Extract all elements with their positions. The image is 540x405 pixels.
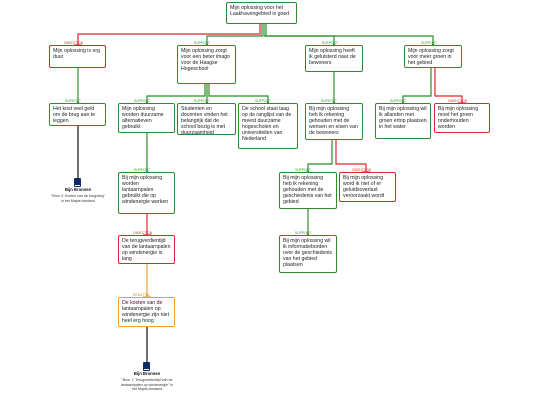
source-text: "Bron 3: Kosten van de brug/weg" in het … bbox=[51, 194, 105, 203]
relation-label: OBJECTION bbox=[64, 41, 84, 45]
support-n2[interactable]: Mijn oplossing zorgt voor een beter imag… bbox=[177, 45, 236, 84]
objection-n2a1o[interactable]: De terugverdientijd van de lantaarnpalen… bbox=[118, 235, 175, 264]
support-n3a1[interactable]: Bij mijn oplossing heb ik rekening gehou… bbox=[279, 172, 337, 209]
connector-n2-n2a bbox=[146, 84, 206, 103]
relation-label: SUPPORT bbox=[321, 99, 338, 103]
support-n2b[interactable]: Studenten en docenten vinden het belangr… bbox=[177, 103, 236, 136]
relation-label: REBUTTAL bbox=[133, 293, 151, 297]
support-n1a[interactable]: Het kost veel geld om de brug aan te leg… bbox=[49, 103, 106, 126]
book-icon bbox=[74, 178, 81, 187]
relation-label: SUPPORT bbox=[295, 168, 312, 172]
book-icon bbox=[143, 362, 150, 371]
support-n4[interactable]: Mijn oplossing zorgt voor meer groen in … bbox=[404, 45, 462, 68]
source-text: "Bron 7: Terugverdientijd van de lantaar… bbox=[120, 378, 174, 391]
support-n2a1[interactable]: Bij mijn oplossing worden lantaarnpalen … bbox=[118, 172, 175, 214]
relation-label: SUPPORT bbox=[65, 99, 82, 103]
source-s1[interactable]: Bijn Bronnen "Bron 3: Kosten van de brug… bbox=[50, 187, 106, 203]
relation-label: SUPPORT bbox=[421, 41, 438, 45]
connector-root-n2 bbox=[206, 24, 263, 45]
objection-n3a2[interactable]: Bij mijn oplossing word ik niet of er ge… bbox=[339, 172, 396, 202]
connector-n3a-n3a1 bbox=[307, 140, 333, 172]
source-title: Bijn Bronnen bbox=[64, 187, 92, 192]
relation-label: OBJECTION bbox=[352, 168, 372, 172]
support-n2c[interactable]: De school staat laag op de ranglijst van… bbox=[238, 103, 298, 149]
relation-label: SUPPORT bbox=[134, 168, 151, 172]
claim-root[interactable]: Mijn oplossing voor het Laakhavengebied … bbox=[226, 2, 297, 24]
connector-n3a-n3a2 bbox=[335, 140, 367, 172]
relation-label: OBJECTION bbox=[448, 99, 468, 103]
connector-root-n4 bbox=[265, 24, 434, 45]
relation-label: SUPPORT bbox=[322, 41, 339, 45]
objection-n1[interactable]: Mijn oplossing is erg duur bbox=[49, 45, 106, 68]
source-s2[interactable]: Bijn Bronnen "Bron 7: Terugverdientijd v… bbox=[118, 371, 176, 391]
objection-n4b[interactable]: Bij mijn oplossing moet het groen onderh… bbox=[434, 103, 490, 133]
relation-label: SUPPORT bbox=[390, 99, 407, 103]
support-n4a[interactable]: Bij mijn oplossing wil ik allanden met g… bbox=[375, 103, 431, 139]
rebuttal-n2a1r[interactable]: De kosten van de lantaarnpalen op winden… bbox=[118, 297, 175, 327]
relation-label: SUPPORT bbox=[295, 231, 312, 235]
source-title: Bijn Bronnen bbox=[133, 371, 161, 376]
relation-label: SUPPORT bbox=[134, 99, 151, 103]
connector-n4-n4a bbox=[402, 68, 432, 103]
connector-n2-n2c bbox=[208, 84, 269, 103]
relation-label: SUPPORT bbox=[194, 99, 211, 103]
connector-n4-n4b bbox=[434, 68, 463, 103]
support-n3a[interactable]: Bij mijn oplossing heb ik rekening gehou… bbox=[305, 103, 363, 140]
support-n2a[interactable]: Mijn oplossing worden duurzame alternati… bbox=[118, 103, 175, 133]
support-n3a1a[interactable]: Bij mijn oplossing wil ik informatiebord… bbox=[279, 235, 337, 273]
relation-label: OBJECTION bbox=[133, 231, 153, 235]
support-n3[interactable]: Mijn oplossing heeft ik geluisterd naar … bbox=[305, 45, 363, 72]
connector-root-n1 bbox=[77, 24, 261, 45]
relation-label: SUPPORT bbox=[194, 41, 211, 45]
relation-label: SUPPORT bbox=[255, 99, 272, 103]
